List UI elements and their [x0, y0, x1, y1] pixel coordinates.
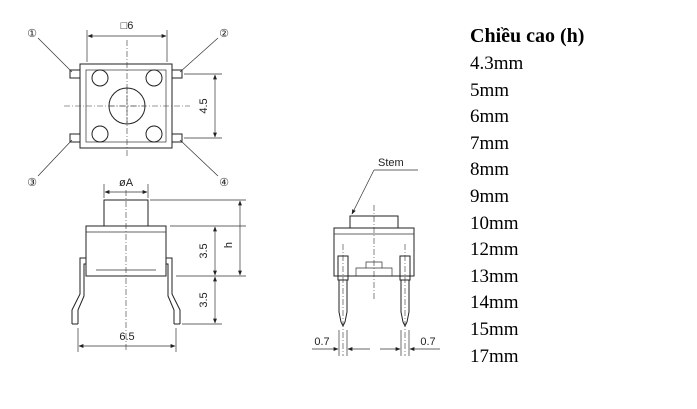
pin-tab [69, 69, 81, 79]
corner-post [145, 125, 163, 143]
list-item: 5mm [470, 79, 510, 101]
pin-number-4: ④ [219, 177, 229, 189]
list-item: 6mm [470, 106, 510, 128]
pin-pitch-label: 6.5 [119, 331, 134, 343]
lead-width-left-label: 0.7 [314, 336, 329, 348]
list-item: 13mm [470, 265, 519, 287]
side-view: Stem 0.7 0.7 [312, 157, 440, 356]
height-options-panel: Chiều cao (h) 4.3mm 5mm 6mm 7mm 8mm 9mm … [470, 24, 584, 370]
lead-length-label: 3.5 [198, 292, 210, 307]
front-view: øA 3.5 h 3.5 6.5 [71, 177, 246, 352]
corner-post [91, 125, 109, 143]
front-lead-right [166, 257, 181, 324]
side-lead-left [337, 244, 349, 356]
list-item: 4.3mm [470, 53, 524, 74]
pin-number-2: ② [219, 28, 229, 40]
corner-post [91, 69, 109, 87]
list-item: 10mm [470, 212, 519, 234]
list-item: 8mm [470, 159, 510, 181]
list-item: 14mm [470, 292, 519, 314]
pin-tab [171, 69, 183, 79]
list-item: 12mm [470, 239, 519, 261]
height-options-list: 4.3mm 5mm 6mm 7mm 8mm 9mm 10mm 12mm 13mm… [470, 51, 584, 370]
height-options-title: Chiều cao (h) [470, 25, 585, 47]
stem-diameter-label: øA [119, 177, 134, 189]
total-height-label: h [223, 242, 235, 248]
pin-number-3: ③ [27, 177, 37, 189]
corner-post [145, 69, 163, 87]
list-item: 9mm [470, 185, 510, 207]
list-item: 15mm [470, 318, 519, 340]
width-dimension-label: □6 [121, 20, 134, 32]
list-item: 17mm [470, 345, 519, 367]
lead-width-right-label: 0.7 [420, 336, 435, 348]
pin-number-1: ① [27, 28, 37, 40]
list-item: 7mm [470, 132, 510, 154]
stem-callout-label: Stem [378, 157, 404, 169]
pin-tab [171, 133, 183, 143]
side-lead-right [399, 244, 411, 356]
top-view: □6 4.5 ① ② ③ ④ [27, 20, 229, 189]
pin-tab [69, 133, 81, 143]
pin-spacing-label: 4.5 [198, 98, 210, 113]
body-height-label: 3.5 [198, 243, 210, 258]
front-lead-left [71, 257, 86, 324]
